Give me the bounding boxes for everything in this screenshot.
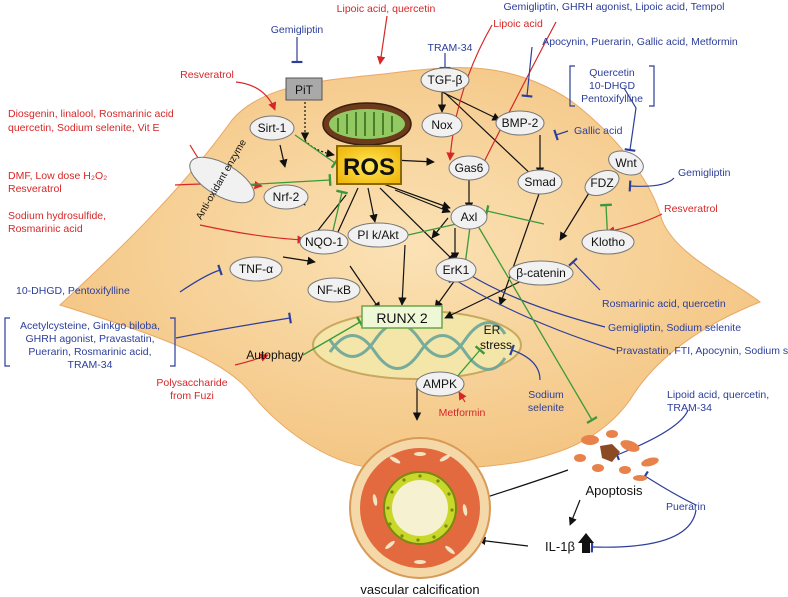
node-wnt: Wnt: [608, 150, 644, 176]
node-il1b: IL-1β: [545, 533, 594, 554]
node-er-stress-line2: stress: [480, 338, 512, 352]
node-nqo1: NQO-1: [299, 229, 349, 255]
svg-text:NQO-1: NQO-1: [305, 235, 343, 249]
label-dhgd-left: 10-DHGD, Pentoxifylline: [16, 285, 130, 297]
node-er-stress-line1: ER: [484, 323, 501, 337]
label-tram34-top: TRAM-34: [428, 42, 473, 54]
node-bmp2: BMP-2: [495, 110, 545, 136]
label-sodium-sel-2: selenite: [528, 402, 564, 414]
label-polysaccharide-1: Polysaccharide: [156, 377, 227, 389]
svg-text:Nrf-2: Nrf-2: [273, 190, 300, 204]
label-lipoid-2: TRAM-34: [667, 402, 712, 414]
label-polysaccharide-2: from Fuzi: [170, 390, 214, 402]
label-acetyl-1: Acetylcysteine, Ginkgo biloba,: [20, 320, 160, 332]
svg-text:AMPK: AMPK: [423, 377, 457, 391]
vascular-calcification-label: vascular calcification: [360, 582, 479, 597]
node-fdz: FDZ: [584, 169, 620, 197]
svg-text:Klotho: Klotho: [591, 235, 625, 249]
svg-text:NF-κB: NF-κB: [317, 283, 351, 297]
svg-text:TNF-α: TNF-α: [239, 262, 273, 276]
svg-text:FDZ: FDZ: [590, 176, 613, 190]
svg-text:Gas6: Gas6: [455, 161, 484, 175]
label-pravastatin: Pravastatin, FTI, Apocynin, Sodium selen…: [616, 345, 788, 357]
label-sodium-sel-1: Sodium: [528, 389, 564, 401]
node-sirt1: Sirt-1: [249, 115, 295, 141]
svg-text:Wnt: Wnt: [615, 156, 637, 170]
label-quercetin-box-3: Pentoxifylline: [581, 93, 643, 105]
label-rosmarinic-right: Rosmarinic acid, quercetin: [602, 298, 726, 310]
label-puerarin: Puerarin: [666, 501, 706, 513]
label-gemigliptin-top: Gemigliptin: [271, 24, 324, 36]
svg-text:ErK1: ErK1: [443, 263, 470, 277]
node-pi3k-akt: PI k/Akt: [347, 222, 409, 248]
svg-text:TGF-β: TGF-β: [428, 73, 463, 87]
svg-text:RUNX 2: RUNX 2: [376, 310, 428, 326]
label-metformin: Metformin: [439, 407, 486, 419]
mitochondrion-icon: [322, 102, 412, 146]
label-sodium-hs-2: Rosmarinic acid: [8, 223, 83, 235]
node-tnfa: TNF-α: [229, 256, 283, 282]
svg-text:Sirt-1: Sirt-1: [258, 121, 287, 135]
node-gas6: Gas6: [448, 155, 490, 181]
label-gemi-ghrh: Gemigliptin, GHRH agonist, Lipoic acid, …: [504, 1, 725, 13]
vessel-cross-section-icon: [349, 437, 491, 579]
node-klotho: Klotho: [581, 229, 635, 255]
label-gallic-acid: Gallic acid: [574, 125, 623, 137]
svg-text:Smad: Smad: [524, 175, 555, 189]
svg-text:PiT: PiT: [295, 83, 314, 97]
svg-text:Nox: Nox: [431, 118, 452, 132]
apoptotic-bodies-icon: [574, 430, 659, 481]
svg-text:BMP-2: BMP-2: [502, 116, 539, 130]
label-apocynin: Apocynin, Puerarin, Gallic acid, Metform…: [542, 36, 738, 48]
node-smad: Smad: [517, 169, 563, 195]
label-gemi-sodium: Gemigliptin, Sodium selenite: [608, 322, 741, 334]
label-quercetin-box-2: 10-DHGD: [589, 80, 636, 92]
node-apoptosis: Apoptosis: [585, 483, 643, 498]
svg-text:IL-1β: IL-1β: [545, 539, 575, 554]
acetylcysteine-bracket: [4, 317, 176, 367]
label-quercetin-box-1: Quercetin: [589, 67, 635, 79]
label-lipoic-quercetin: Lipoic acid, quercetin: [337, 3, 436, 15]
label-diosgenin-2: quercetin, Sodium selenite, Vit E: [8, 122, 160, 134]
up-arrow-icon: [578, 533, 594, 553]
node-pit: PiT: [285, 77, 323, 101]
svg-text:Axl: Axl: [461, 210, 478, 224]
node-erk1: ErK1: [435, 257, 477, 283]
node-nox: Nox: [421, 112, 463, 138]
quercetin-bracket: [569, 65, 655, 107]
label-dmf-1: DMF, Low dose H₂O₂: [8, 170, 107, 182]
svg-text:PI k/Akt: PI k/Akt: [357, 228, 399, 242]
label-diosgenin-1: Diosgenin, linalool, Rosmarinic acid: [8, 108, 174, 120]
label-lipoic-acid: Lipoic acid: [493, 18, 543, 30]
node-autophagy: Autophagy: [246, 348, 303, 362]
label-sodium-hs-1: Sodium hydrosulfide,: [8, 210, 106, 222]
node-nfkb: NF-κB: [307, 277, 361, 303]
label-acetyl-4: TRAM-34: [68, 359, 113, 371]
label-acetyl-3: Puerarin, Rosmarinic acid,: [28, 346, 151, 358]
node-ampk: AMPK: [415, 371, 465, 397]
node-ros: ROS: [336, 145, 402, 185]
label-lipoid-1: Lipoid acid, quercetin,: [667, 389, 769, 401]
label-acetyl-2: GHRH agonist, Pravastatin,: [26, 333, 155, 345]
node-nrf2: Nrf-2: [263, 184, 309, 210]
label-resveratrol-right: Resveratrol: [664, 203, 718, 215]
label-gemigliptin-right: Gemigliptin: [678, 167, 731, 179]
svg-text:β-catenin: β-catenin: [516, 266, 566, 280]
label-dmf-2: Resveratrol: [8, 183, 62, 195]
label-resveratrol-top: Resveratrol: [180, 69, 234, 81]
node-axl: Axl: [450, 204, 488, 230]
node-tgfb: TGF-β: [420, 67, 470, 93]
node-runx2: RUNX 2: [361, 305, 443, 329]
node-bcatenin: β-catenin: [508, 260, 574, 286]
dna-helix: [328, 321, 507, 371]
svg-text:ROS: ROS: [343, 154, 395, 181]
